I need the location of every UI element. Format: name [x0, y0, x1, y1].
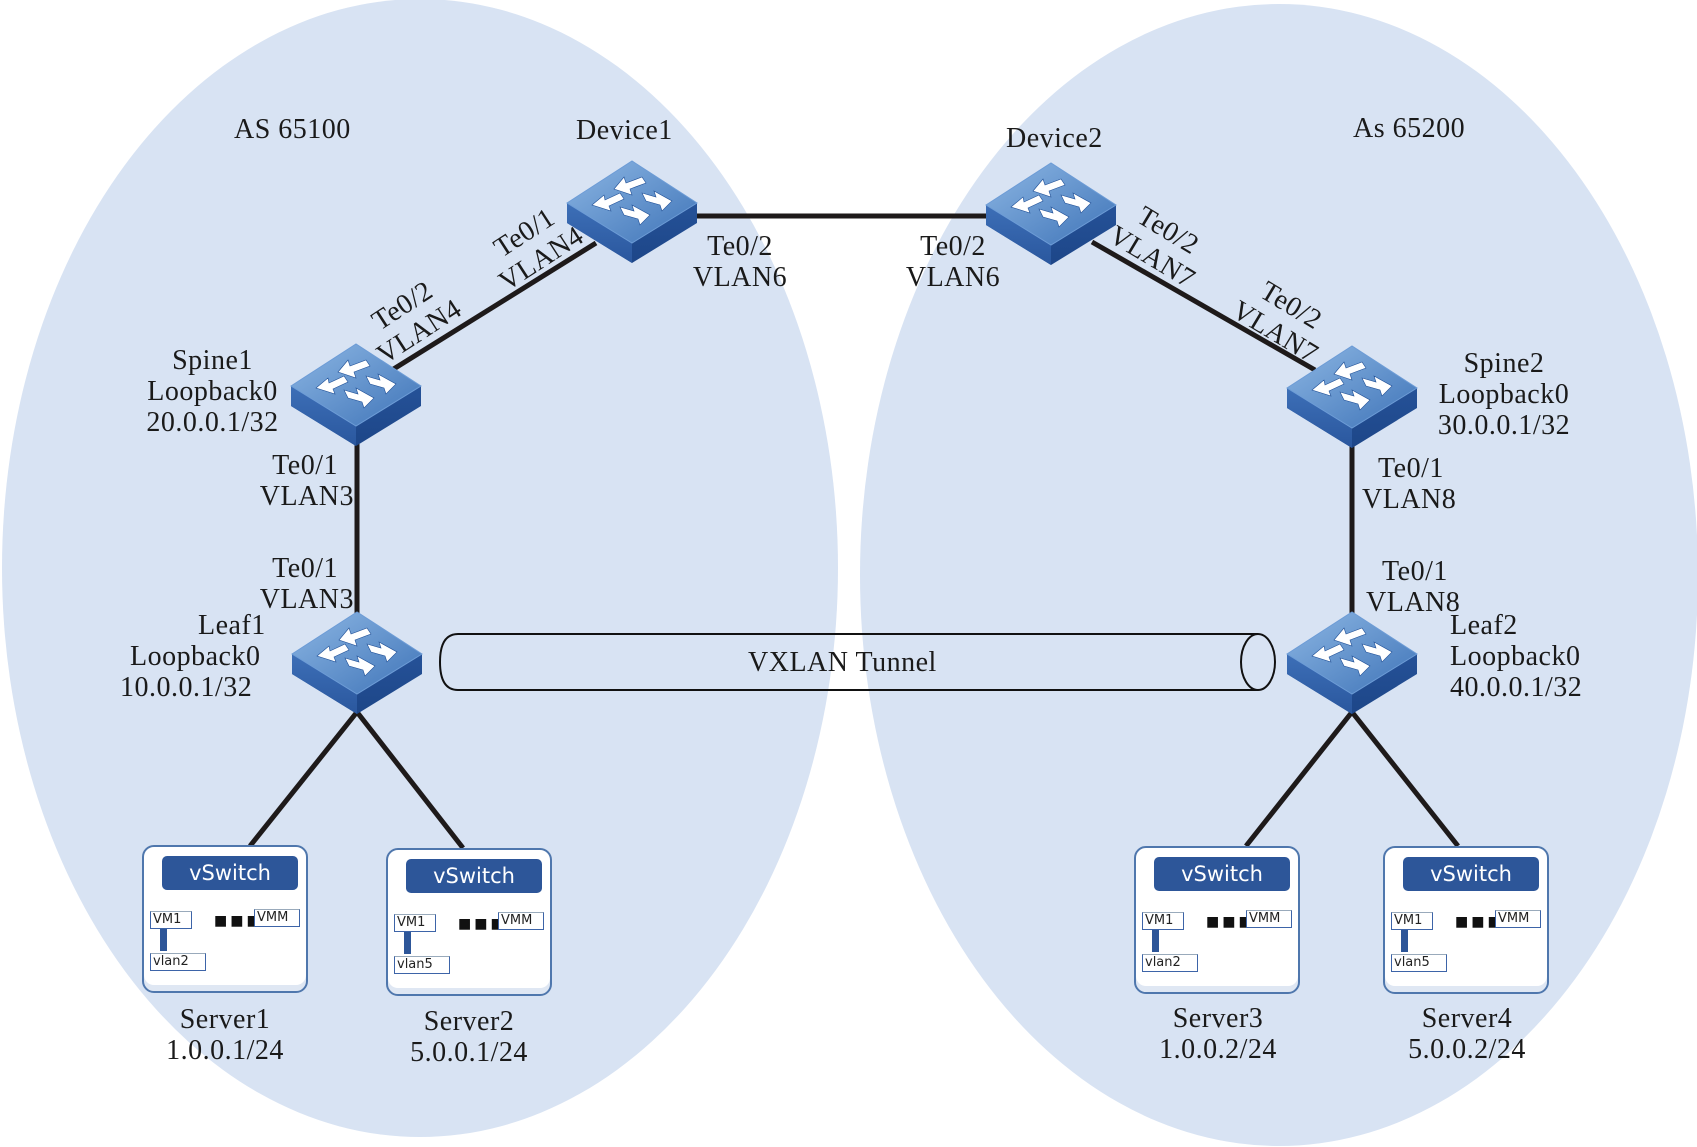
- spine1-name: Spine1: [172, 345, 253, 376]
- server4-box[interactable]: vSwitch VM1 ■■■ VMM vlan5: [1383, 846, 1549, 994]
- vm1-box: VM1: [1391, 912, 1433, 930]
- server3-box[interactable]: vSwitch VM1 ■■■ VMM vlan2: [1134, 846, 1300, 994]
- link-leaf2-server4: [1350, 710, 1460, 848]
- spine1-ip: 20.0.0.1/32: [146, 407, 279, 438]
- leaf1-ip: 10.0.0.1/32: [120, 672, 253, 703]
- vswitch-bar: vSwitch: [1403, 857, 1539, 891]
- ellipsis-icon: ■■■: [214, 913, 263, 929]
- vswitch-bar: vSwitch: [406, 859, 542, 893]
- port-label-spine1-leaf1: Te0/1 VLAN3: [230, 450, 354, 512]
- server2-info: Server2 5.0.0.1/24: [384, 1006, 554, 1068]
- spine2-info: Spine2 Loopback0 30.0.0.1/32: [1419, 348, 1589, 441]
- port-vlan: VLAN8: [1366, 587, 1461, 618]
- server2-ip: 5.0.0.1/24: [410, 1037, 528, 1068]
- server1-info: Server1 1.0.0.1/24: [140, 1004, 310, 1066]
- ellipsis-icon: ■■■: [1455, 914, 1504, 930]
- server3-info: Server3 1.0.0.2/24: [1133, 1003, 1303, 1065]
- vm-vlan-connector: [160, 929, 167, 951]
- vlan-box: vlan2: [1142, 954, 1198, 972]
- vm1-box: VM1: [150, 911, 192, 929]
- ellipsis-icon: ■■■: [458, 916, 507, 932]
- vm-vlan-connector: [404, 932, 411, 954]
- server1-ip: 1.0.0.1/24: [166, 1035, 284, 1066]
- link-leaf1-server2: [355, 710, 465, 850]
- port-vlan: VLAN8: [1362, 484, 1457, 515]
- port-name: Te0/2: [707, 231, 773, 262]
- server2-box[interactable]: vSwitch VM1 ■■■ VMM vlan5: [386, 848, 552, 996]
- link-device1-spine1: [390, 240, 598, 373]
- port-vlan: VLAN3: [259, 584, 354, 615]
- server3-name: Server3: [1172, 1003, 1264, 1034]
- spine2-loopback: Loopback0: [1438, 379, 1570, 410]
- port-vlan: VLAN6: [692, 262, 788, 293]
- port-label-d2-d1: Te0/2 VLAN6: [893, 231, 1013, 293]
- vm1-box: VM1: [394, 914, 436, 932]
- leaf1-name: Leaf1: [198, 610, 266, 641]
- device2-label: Device2: [1006, 123, 1103, 154]
- leaf1-info: Leaf1 Loopback0 10.0.0.1/32: [120, 610, 290, 703]
- vmm-box: VMM: [254, 909, 300, 927]
- server4-ip: 5.0.0.2/24: [1408, 1034, 1526, 1065]
- ellipsis-icon: ■■■: [1206, 914, 1255, 930]
- spine1-loopback: Loopback0: [147, 376, 278, 407]
- vm-vlan-connector: [1152, 930, 1159, 952]
- server3-ip: 1.0.0.2/24: [1159, 1034, 1277, 1065]
- vmm-box: VMM: [1495, 910, 1541, 928]
- port-label-leaf2-spine2: Te0/1 VLAN8: [1366, 556, 1496, 618]
- vlan-box: vlan5: [394, 956, 450, 974]
- link-leaf2-server3: [1244, 710, 1354, 848]
- leaf2-info: Leaf2 Loopback0 40.0.0.1/32: [1450, 610, 1630, 703]
- leaf2-loopback: Loopback0: [1450, 641, 1581, 672]
- port-vlan: VLAN3: [259, 481, 354, 512]
- port-name: Te0/1: [1382, 556, 1448, 587]
- link-leaf1-server1: [248, 710, 359, 848]
- leaf2-ip: 40.0.0.1/32: [1450, 672, 1583, 703]
- port-label-d1-d2: Te0/2 VLAN6: [680, 231, 800, 293]
- vxlan-tunnel: [438, 633, 1276, 691]
- port-name: Te0/1: [272, 553, 338, 584]
- leaf2-name: Leaf2: [1450, 610, 1518, 641]
- port-name: Te0/1: [1378, 453, 1444, 484]
- link-device2-spine2: [1090, 239, 1317, 373]
- as-label-65200: As 65200: [1353, 113, 1466, 144]
- spine1-info: Spine1 Loopback0 20.0.0.1/32: [130, 345, 295, 438]
- vlan-box: vlan2: [150, 953, 206, 971]
- as-label-65100: AS 65100: [234, 114, 351, 145]
- vlan-box: vlan5: [1391, 954, 1447, 972]
- server1-name: Server1: [179, 1004, 271, 1035]
- vmm-box: VMM: [498, 912, 544, 930]
- vm1-box: VM1: [1142, 912, 1184, 930]
- spine2-name: Spine2: [1463, 348, 1545, 379]
- port-label-leaf1-spine1: Te0/1 VLAN3: [230, 553, 354, 615]
- port-vlan: VLAN6: [905, 262, 1001, 293]
- server2-name: Server2: [423, 1006, 515, 1037]
- port-name: Te0/1: [272, 450, 338, 481]
- device1-label: Device1: [576, 115, 673, 146]
- server1-box[interactable]: vSwitch VM1 ■■■ VMM vlan2: [142, 845, 308, 993]
- vm-vlan-connector: [1401, 930, 1408, 952]
- spine2-ip: 30.0.0.1/32: [1437, 410, 1571, 441]
- server4-info: Server4 5.0.0.2/24: [1382, 1003, 1552, 1065]
- port-label-spine2-leaf2: Te0/1 VLAN8: [1362, 453, 1492, 515]
- vxlan-tunnel-label: VXLAN Tunnel: [748, 647, 937, 678]
- vswitch-bar: vSwitch: [162, 856, 298, 890]
- leaf1-loopback: Loopback0: [130, 641, 261, 672]
- server4-name: Server4: [1421, 1003, 1513, 1034]
- vswitch-bar: vSwitch: [1154, 857, 1290, 891]
- port-name: Te0/2: [920, 231, 986, 262]
- vmm-box: VMM: [1246, 910, 1292, 928]
